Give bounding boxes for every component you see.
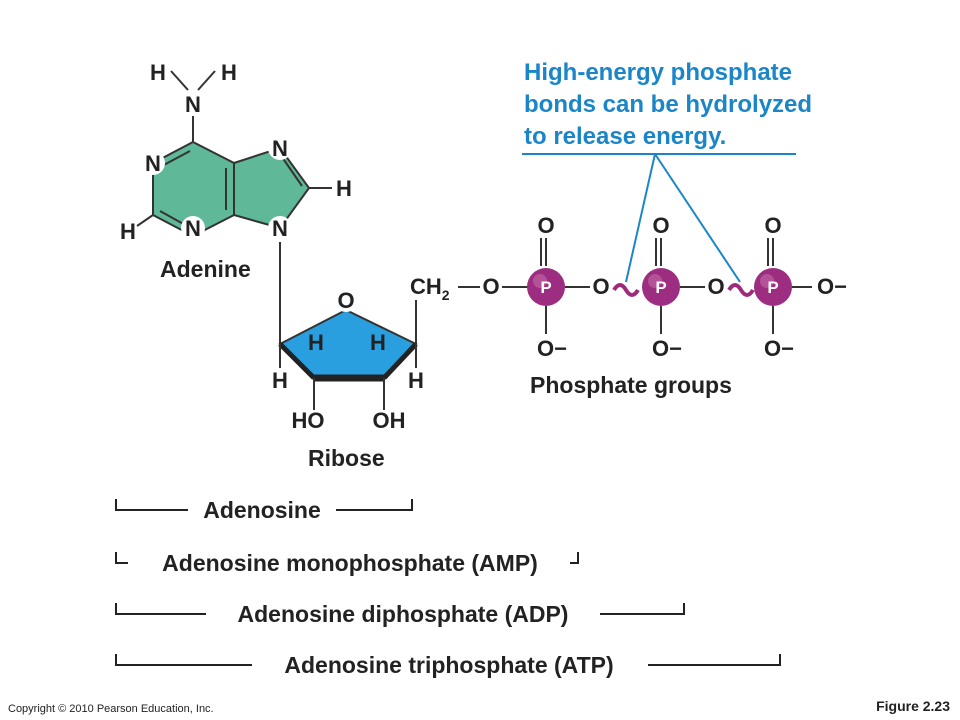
high-energy-bond-1 — [612, 283, 640, 297]
atom-o-minus: O− — [652, 336, 682, 361]
atom-o-bridge: O — [592, 274, 609, 299]
callout-line-2: bonds can be hydrolyzed — [524, 91, 812, 118]
phosphate-group-3: P O O− — [754, 213, 794, 361]
bracket-label: Adenosine monophosphate (AMP) — [162, 550, 538, 576]
bracket-label: Adenosine diphosphate (ADP) — [238, 601, 569, 627]
atom-n: N — [185, 92, 201, 117]
ribose-label: Ribose — [308, 445, 385, 471]
atom-o: O — [337, 288, 354, 313]
atom-o: O — [764, 213, 781, 238]
atom-o-minus-terminal: O− — [817, 274, 847, 299]
callout-pointer-2 — [654, 153, 741, 283]
atom-h: H — [221, 60, 237, 85]
copyright-text: Copyright © 2010 Pearson Education, Inc. — [8, 703, 214, 715]
atom-n: N — [185, 216, 201, 241]
callout-pointer-1 — [625, 153, 656, 283]
bracket-label: Adenosine — [203, 497, 321, 523]
bracket-label: Adenosine triphosphate (ATP) — [284, 652, 613, 678]
atom-n: N — [145, 151, 161, 176]
atom-o: O — [652, 213, 669, 238]
callout-line-3: to release energy. — [524, 123, 726, 150]
atom-n: N — [272, 216, 288, 241]
bracket-atp: Adenosine triphosphate (ATP) — [115, 652, 781, 678]
phosphorus-symbol: P — [767, 278, 778, 297]
atom-o-bridge: O — [707, 274, 724, 299]
atom-ho: HO — [292, 408, 325, 433]
phosphate-group-1: P O O− — [527, 213, 567, 361]
atom-h: H — [150, 60, 166, 85]
adenine-molecule: H H N N N H H N N — [120, 60, 352, 244]
atom-h: H — [308, 330, 324, 355]
atom-n: N — [272, 136, 288, 161]
ribose-molecule: O H H H H HO OH — [272, 288, 424, 433]
atom-h: H — [272, 368, 288, 393]
phosphate-groups-label: Phosphate groups — [530, 372, 732, 398]
atom-h: H — [120, 219, 136, 244]
phosphorus-symbol: P — [655, 278, 666, 297]
atom-o-minus: O− — [537, 336, 567, 361]
adenine-label: Adenine — [160, 256, 251, 282]
atom-ch2: CH2 — [410, 274, 450, 303]
atom-h: H — [408, 368, 424, 393]
atom-h: H — [336, 176, 352, 201]
atom-o-minus: O− — [764, 336, 794, 361]
phosphorus-symbol: P — [540, 278, 551, 297]
bracket-adenosine: Adenosine — [115, 497, 413, 523]
figure-number: Figure 2.23 — [876, 698, 950, 714]
bracket-amp: Adenosine monophosphate (AMP) — [115, 550, 579, 576]
atom-h: H — [370, 330, 386, 355]
callout-line-1: High-energy phosphate — [524, 59, 792, 86]
atom-o: O — [537, 213, 554, 238]
atom-oh: OH — [373, 408, 406, 433]
phosphate-group-2: P O O− — [642, 213, 682, 361]
atom-o-ester: O — [482, 274, 499, 299]
high-energy-bond-2 — [727, 283, 755, 297]
bracket-adp: Adenosine diphosphate (ADP) — [115, 601, 685, 627]
